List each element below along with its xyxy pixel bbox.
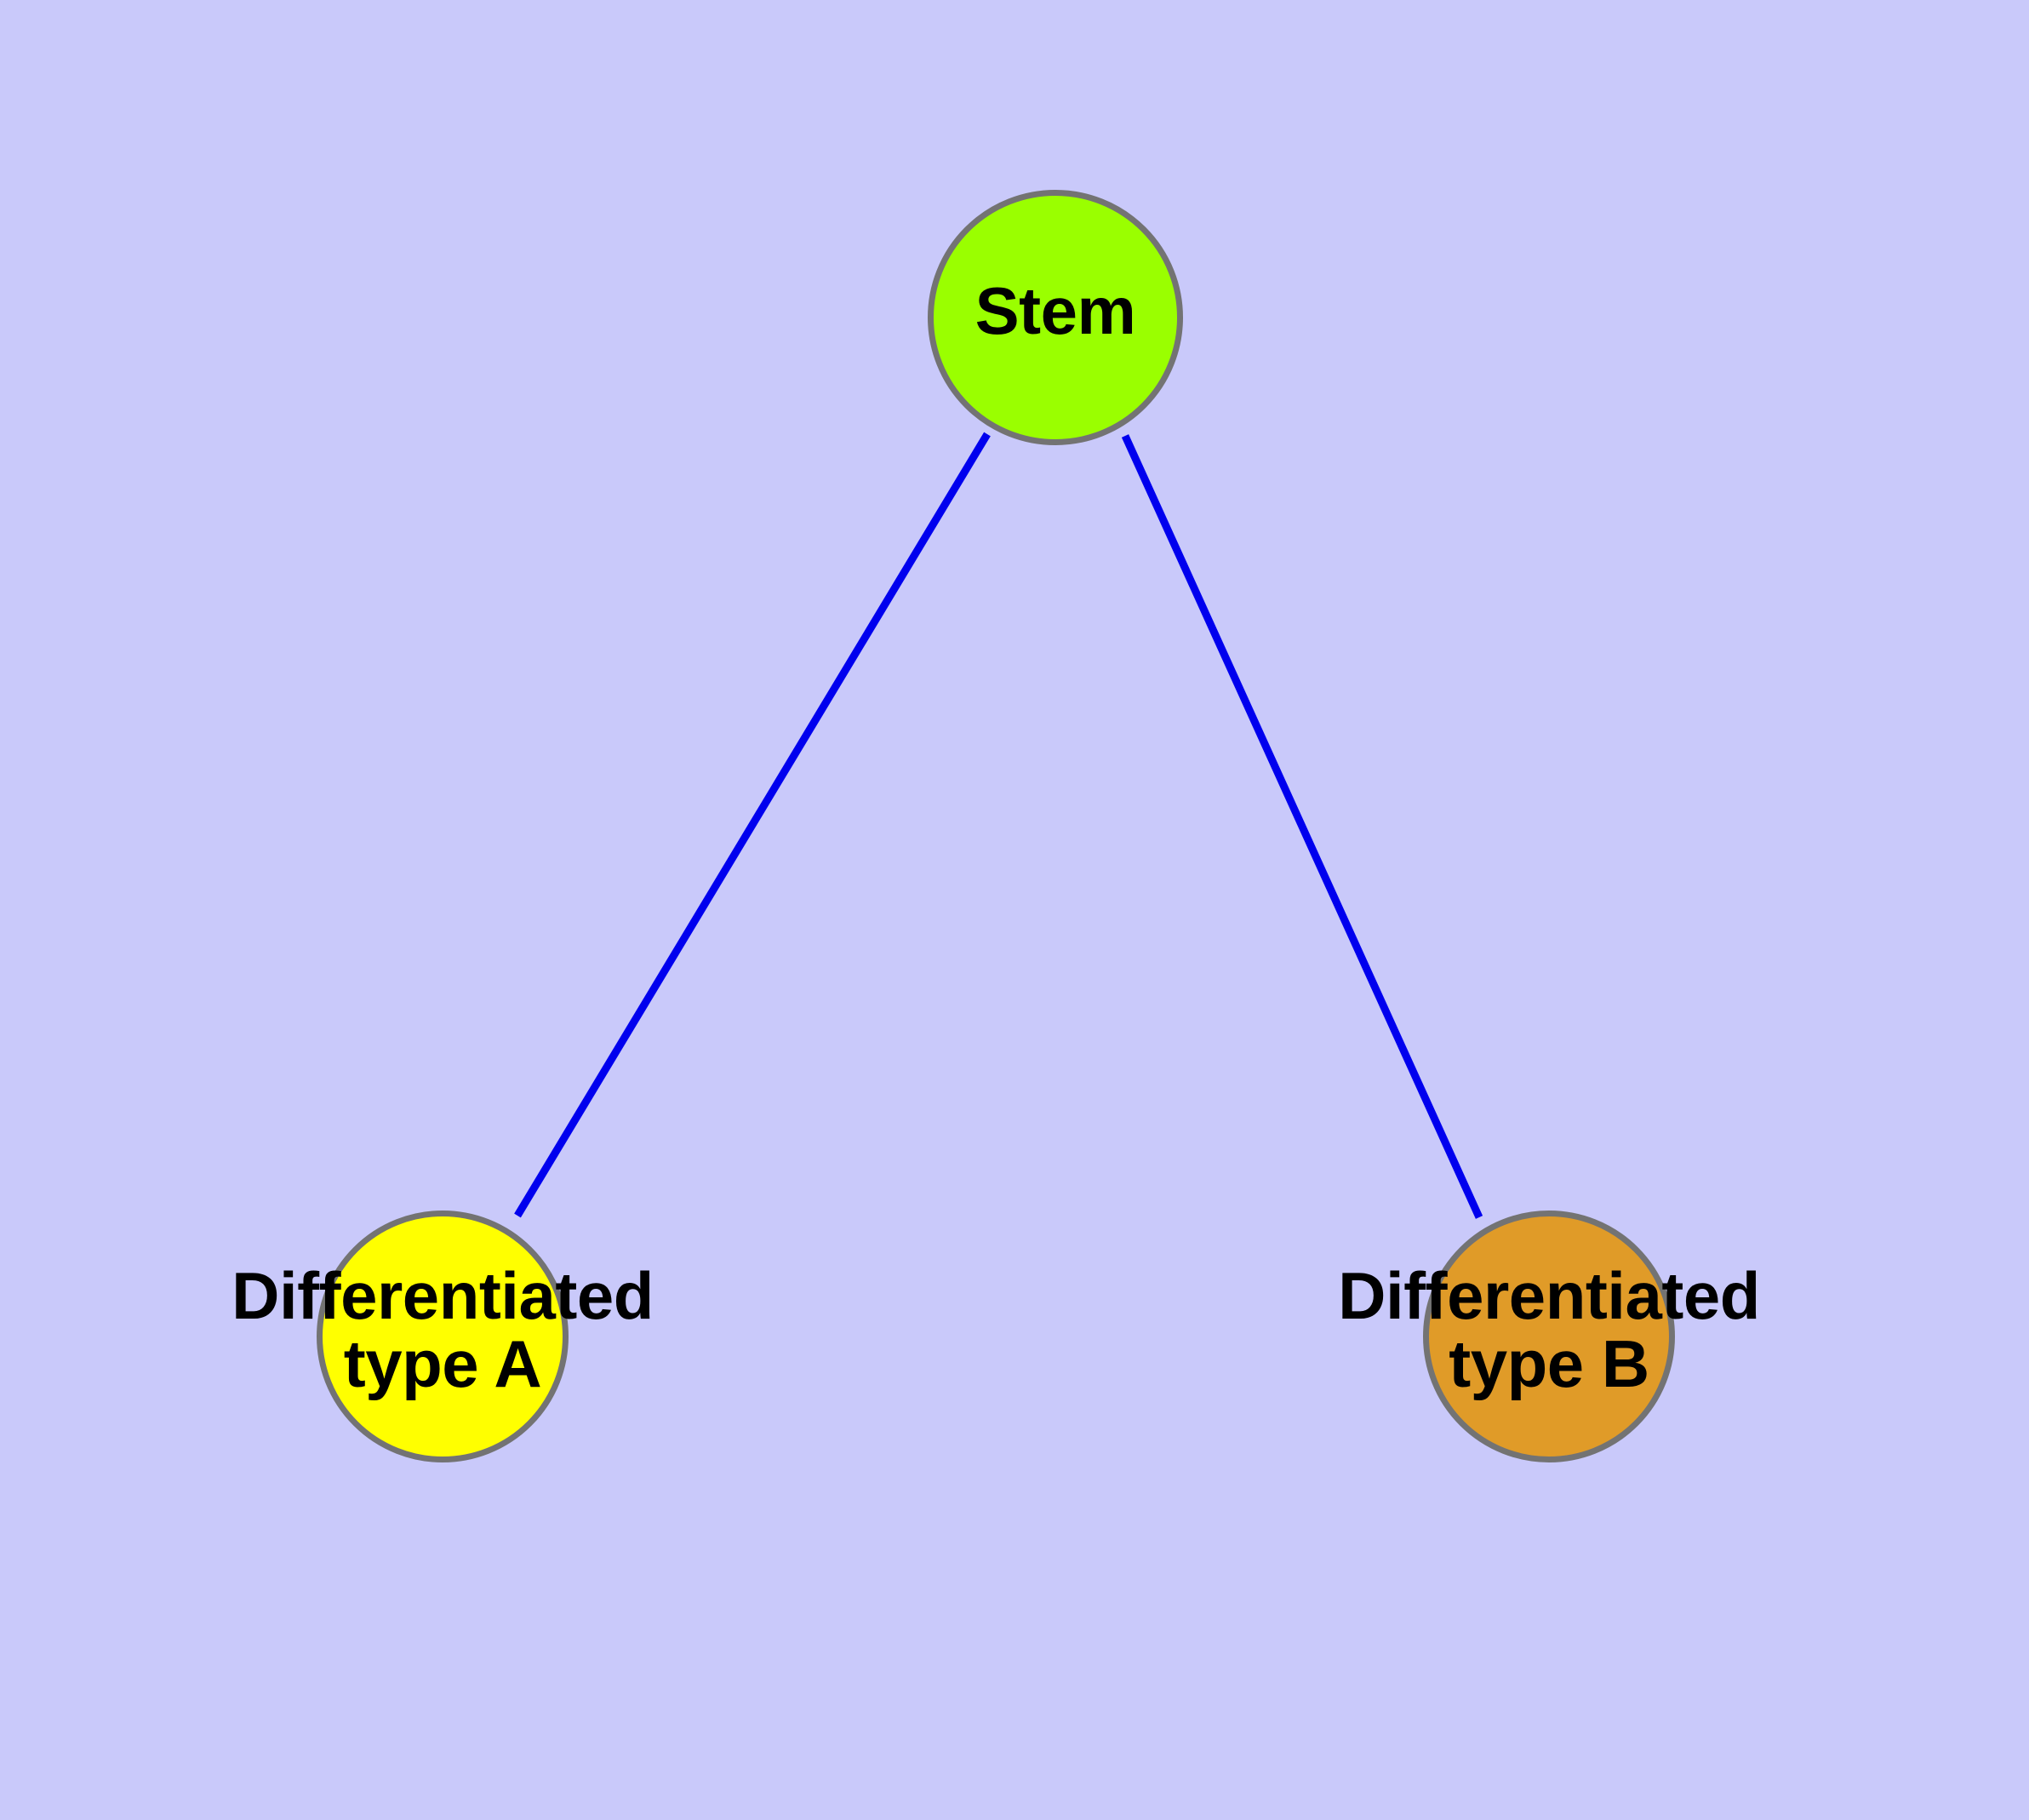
label-line: type B [1449, 1325, 1649, 1401]
label-line: Differentiated [1338, 1258, 1760, 1334]
edge-stem-to-differentiated-type-a[interactable] [514, 432, 991, 1218]
label-line: Differentiated [231, 1258, 654, 1334]
edge-stem-to-differentiated-type-b[interactable] [1121, 434, 1483, 1219]
node-stem[interactable] [928, 190, 1183, 445]
node-differentiated-type-b[interactable] [1423, 1210, 1675, 1462]
label-line: type A [343, 1325, 542, 1401]
node-differentiated-type-a[interactable] [317, 1210, 569, 1462]
